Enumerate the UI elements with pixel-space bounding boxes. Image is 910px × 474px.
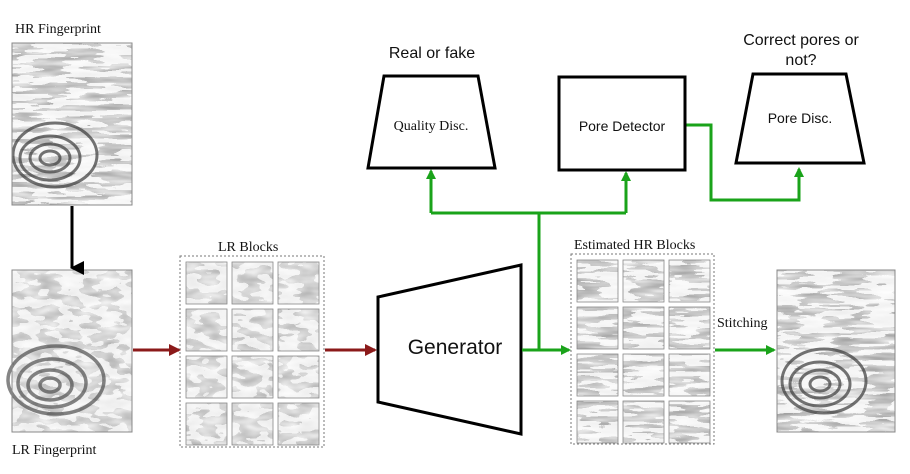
- fingerprint-block-image: [232, 262, 273, 304]
- lr-fingerprint-image: [6, 269, 133, 433]
- fingerprint-block-border: [277, 402, 320, 446]
- fingerprint-block-border: [668, 353, 711, 397]
- fingerprint-block-image: [623, 307, 664, 349]
- output-hr-fingerprint-image: [776, 269, 896, 433]
- fingerprint-block-border: [576, 353, 619, 397]
- correct-pores-label-line2: not?: [785, 52, 816, 69]
- pore-disc-label: Pore Disc.: [768, 110, 833, 126]
- fingerprint-block-border: [622, 259, 665, 303]
- fingerprint-block-border: [622, 353, 665, 397]
- fingerprint-block-border: [668, 259, 711, 303]
- quality-discriminator-block: [366, 74, 497, 170]
- estimated-hr-blocks-label: Estimated HR Blocks: [574, 238, 695, 253]
- pore-detector-block: [557, 75, 687, 172]
- fingerprint-block-image: [278, 403, 319, 445]
- lr-blocks-grid: [185, 261, 320, 446]
- quality-disc-label: Quality Disc.: [394, 119, 469, 134]
- fingerprint-block-border: [668, 400, 711, 444]
- fingerprint-block-image: [186, 262, 227, 304]
- hr-fingerprint-image: [11, 42, 133, 206]
- fingerprint-block-image: [278, 356, 319, 398]
- fingerprint-block-border: [231, 308, 274, 352]
- pore-detector-label: Pore Detector: [579, 118, 666, 134]
- fingerprint-block-border: [576, 259, 619, 303]
- fingerprint-block-image: [577, 354, 618, 396]
- fingerprint-block-image: [577, 307, 618, 349]
- fingerprint-block-border: [277, 261, 320, 305]
- fingerprint-block-border: [277, 355, 320, 399]
- fingerprint-block-border: [231, 402, 274, 446]
- stitching-label: Stitching: [717, 316, 768, 331]
- fingerprint-block-border: [185, 355, 228, 399]
- fingerprint-block-image: [577, 401, 618, 443]
- fingerprint-block-image: [278, 309, 319, 351]
- fingerprint-block-image: [186, 356, 227, 398]
- fingerprint-block-image: [623, 260, 664, 302]
- generator-block: [376, 263, 523, 436]
- lr-fingerprint-label: LR Fingerprint: [12, 443, 96, 458]
- fingerprint-block-border: [622, 400, 665, 444]
- fingerprint-block-image: [278, 262, 319, 304]
- fingerprint-block-image: [669, 307, 710, 349]
- hr-fingerprint-label: HR Fingerprint: [15, 22, 101, 37]
- fingerprint-block-border: [231, 261, 274, 305]
- fingerprint-block-border: [622, 306, 665, 350]
- fingerprint-block-image: [669, 260, 710, 302]
- correct-pores-label-line1: Correct pores or: [743, 32, 859, 49]
- fingerprint-block-border: [576, 400, 619, 444]
- discriminator-feedback-lines: [426, 123, 804, 350]
- fingerprint-block-image: [669, 354, 710, 396]
- fingerprint-block-border: [277, 308, 320, 352]
- fingerprint-block-image: [623, 401, 664, 443]
- fingerprint-block-image: [232, 403, 273, 445]
- fingerprint-block-image: [669, 401, 710, 443]
- hr-blocks-grid: [576, 259, 711, 444]
- fingerprint-block-border: [668, 306, 711, 350]
- generator-label: Generator: [408, 336, 503, 359]
- hr-blocks-frame: [570, 253, 715, 445]
- fingerprint-block-image: [232, 309, 273, 351]
- pore-discriminator-block: [734, 72, 866, 165]
- fingerprint-block-image: [232, 356, 273, 398]
- fingerprint-block-image: [186, 309, 227, 351]
- fingerprint-block-border: [576, 306, 619, 350]
- fingerprint-block-border: [185, 308, 228, 352]
- fingerprint-block-border: [185, 261, 228, 305]
- fingerprint-block-image: [577, 260, 618, 302]
- fingerprint-block-image: [186, 403, 227, 445]
- real-or-fake-label: Real or fake: [389, 45, 475, 62]
- fingerprint-block-border: [185, 402, 228, 446]
- fingerprint-block-border: [231, 355, 274, 399]
- lr-blocks-label: LR Blocks: [218, 240, 278, 255]
- fingerprint-block-image: [623, 354, 664, 396]
- lr-blocks-frame: [179, 255, 325, 448]
